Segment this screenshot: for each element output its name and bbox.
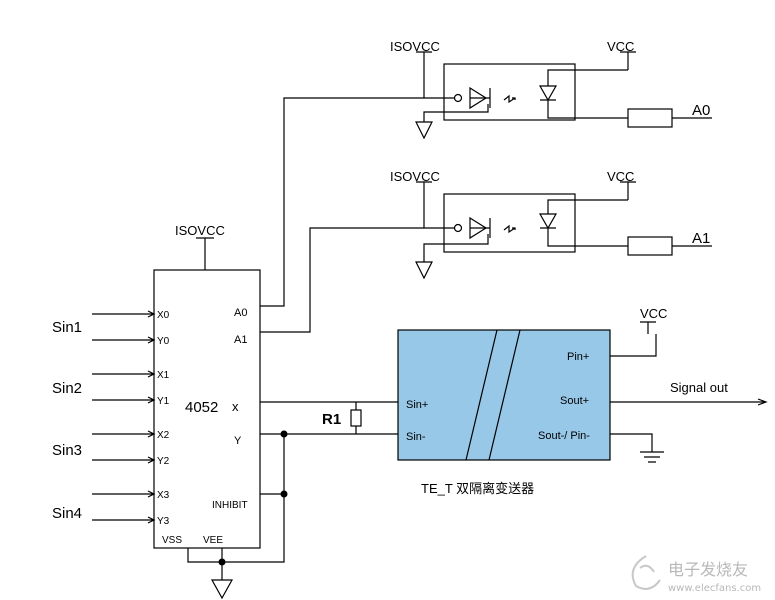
r1-label: R1 xyxy=(322,411,341,428)
mux-inhibit-pin: INHIBIT xyxy=(212,500,248,511)
mux-pin-y0: Y0 xyxy=(157,336,170,347)
mux-pin-y3: Y3 xyxy=(157,516,170,527)
mux-x-pin: x xyxy=(232,399,239,414)
resistor-r1 xyxy=(350,402,362,434)
tx-sout-plus: Sout+ xyxy=(560,395,589,407)
mux-vee-pin: VEE xyxy=(203,535,223,546)
sin4-label: Sin4 xyxy=(52,505,82,522)
isovcc-top-label: ISOVCC xyxy=(390,39,440,54)
sin3-label: Sin3 xyxy=(52,442,82,459)
mux-pin-x3: X3 xyxy=(157,490,170,501)
tx-sin-minus: Sin- xyxy=(406,431,426,443)
mux-pin-y2: Y2 xyxy=(157,456,170,467)
tx-sout-minus-pin-minus: Sout-/ Pin- xyxy=(538,430,590,442)
mux-4052 xyxy=(92,97,424,600)
mux-pin-a0: A0 xyxy=(234,307,247,319)
mux-pin-x1: X1 xyxy=(157,370,170,381)
mux-pin-x2: X2 xyxy=(157,430,170,441)
watermark-url: www.elecfans.com xyxy=(668,583,761,594)
mux-y-pin: Y xyxy=(234,435,242,447)
a1-output-label: A1 xyxy=(692,230,710,247)
transmitter-caption: TE_T 双隔离变送器 xyxy=(421,481,534,496)
tx-pin-plus: Pin+ xyxy=(567,351,589,363)
watermark-brand: 电子发烧友 xyxy=(668,560,748,579)
mux-part-number: 4052 xyxy=(185,399,218,416)
sin1-label: Sin1 xyxy=(52,319,82,336)
vcc-top-label: VCC xyxy=(607,39,634,54)
isovcc-mux-label: ISOVCC xyxy=(175,223,225,238)
mux-vss-pin: VSS xyxy=(162,535,182,546)
optocoupler-a0 xyxy=(415,51,712,140)
vcc-transmitter-label: VCC xyxy=(640,306,667,321)
signal-out-label: Signal out xyxy=(670,380,728,395)
mux-pin-y1: Y1 xyxy=(157,396,170,407)
watermark-logo: 电子发烧友 www.elecfans.com xyxy=(631,555,761,594)
mux-pin-x0: X0 xyxy=(157,310,170,321)
vcc-mid-label: VCC xyxy=(607,169,634,184)
isovcc-mid-label: ISOVCC xyxy=(390,169,440,184)
optocoupler-a1 xyxy=(415,181,712,280)
sin2-label: Sin2 xyxy=(52,380,82,397)
tx-sin-plus: Sin+ xyxy=(406,399,428,411)
mux-pin-a1: A1 xyxy=(234,334,247,346)
transmitter-module xyxy=(397,321,768,463)
a0-output-label: A0 xyxy=(692,102,710,119)
